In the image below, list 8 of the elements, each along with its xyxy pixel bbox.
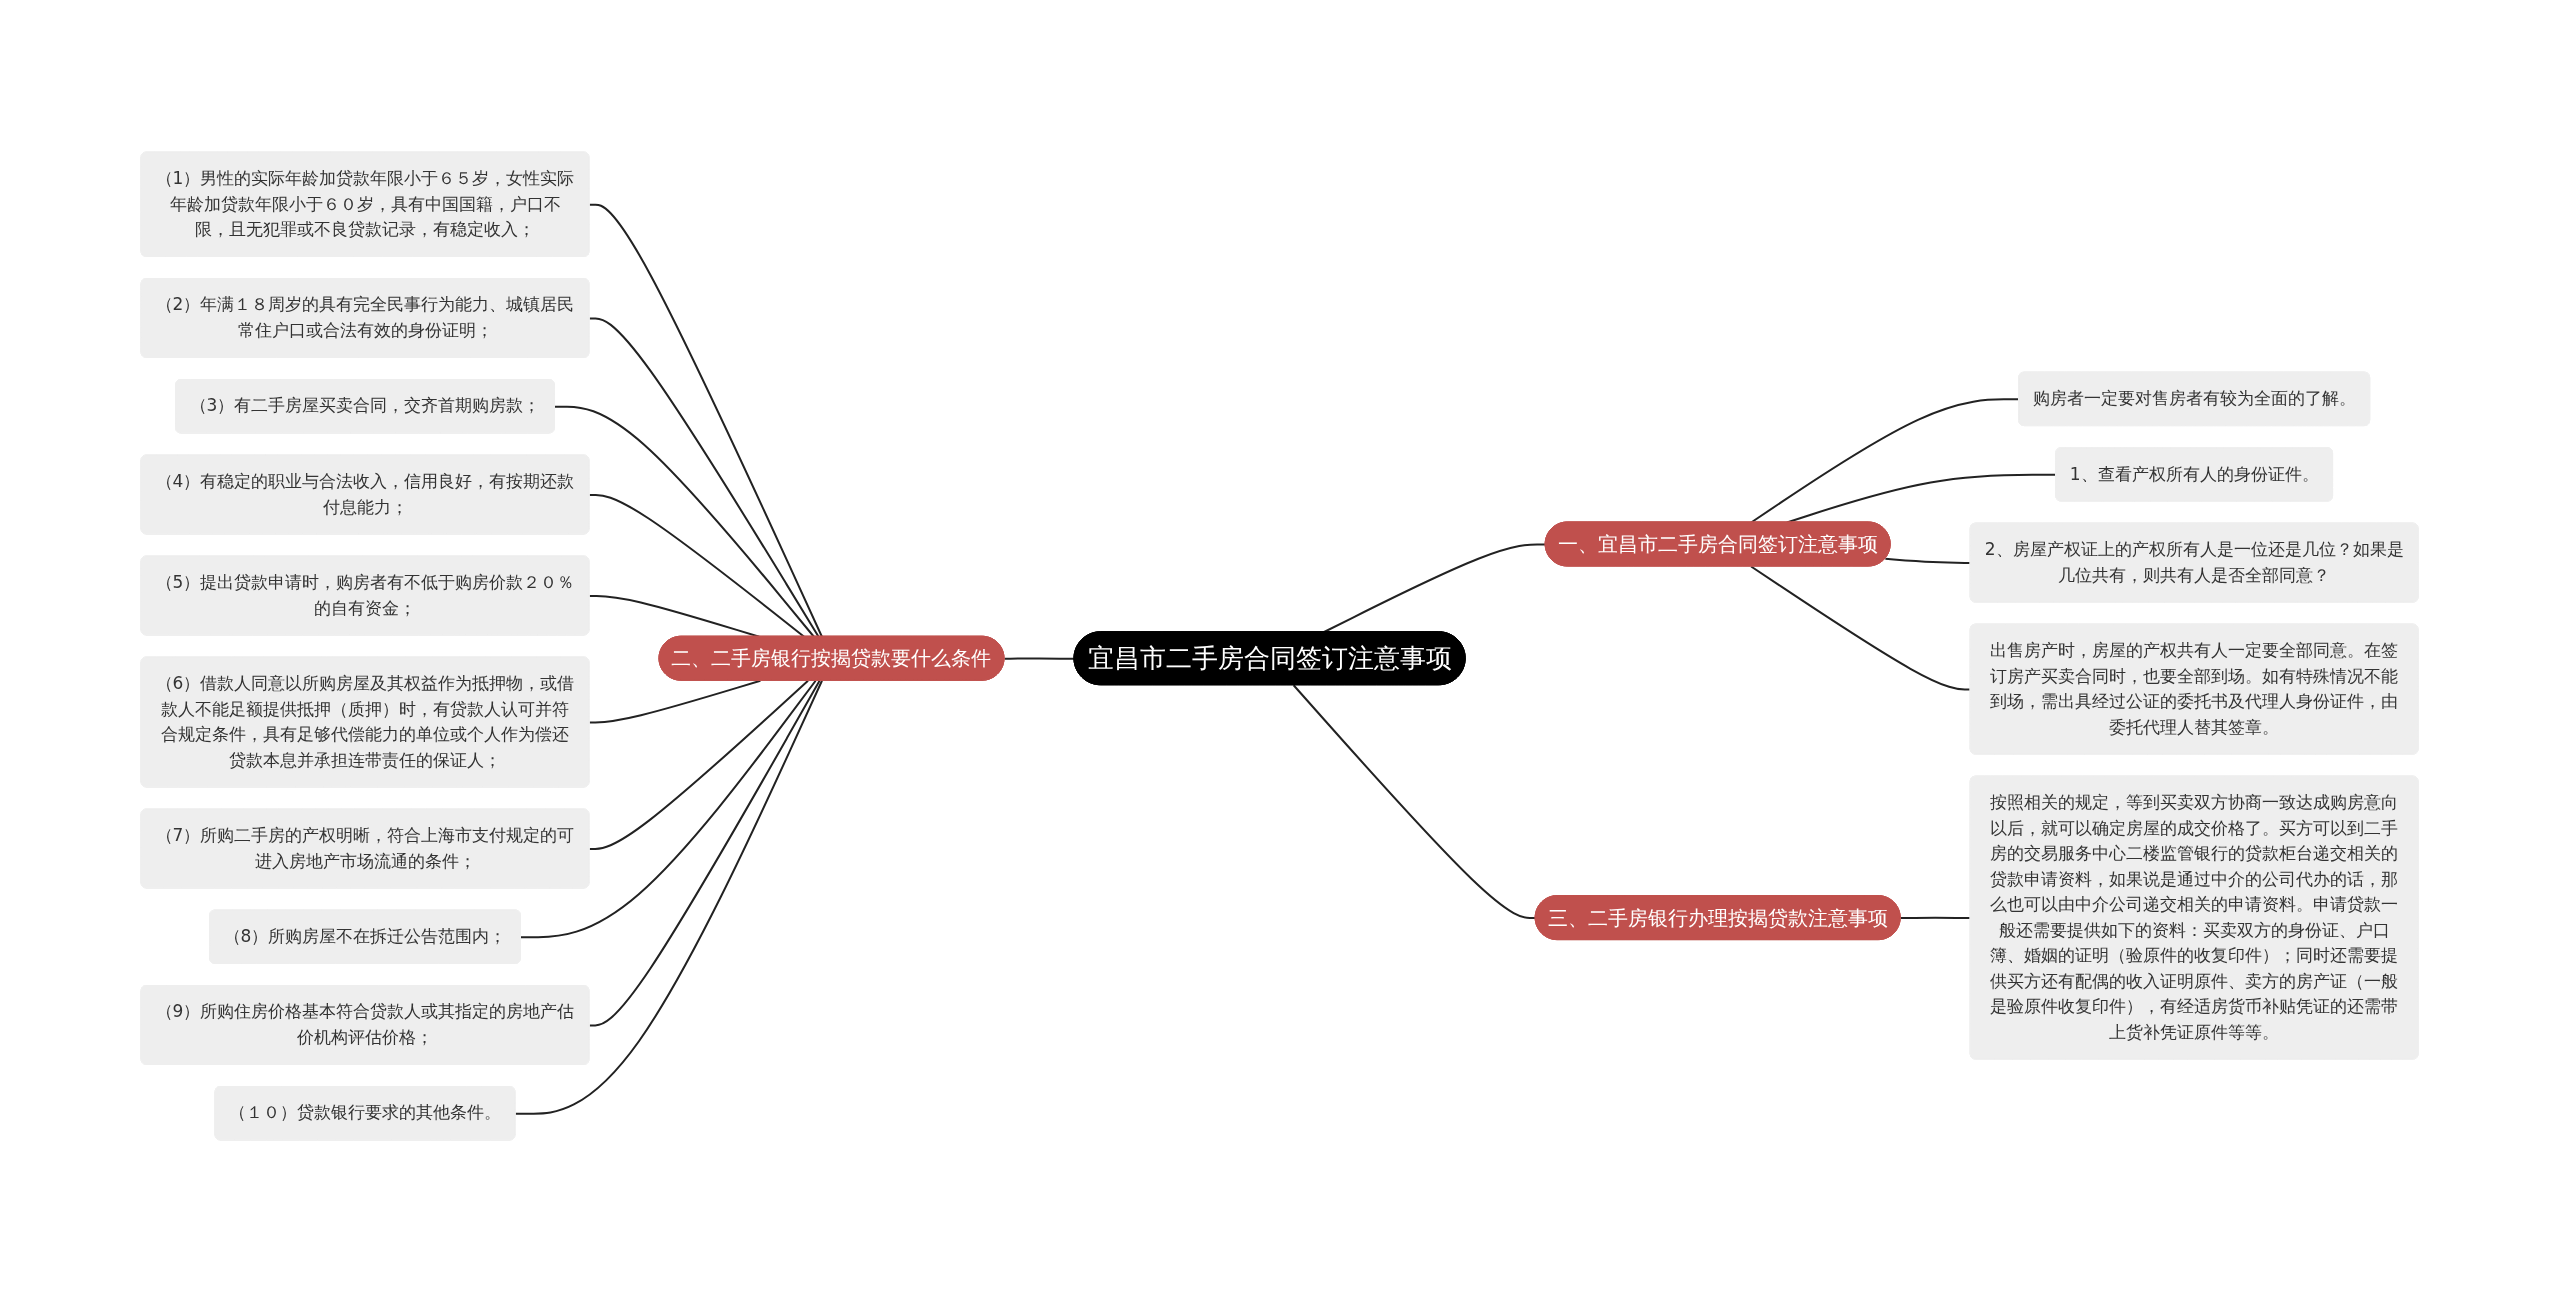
connector bbox=[514, 679, 824, 1115]
connector bbox=[588, 679, 810, 850]
connector bbox=[588, 679, 821, 1026]
connector bbox=[520, 679, 817, 938]
connector bbox=[588, 679, 762, 723]
connector bbox=[1003, 656, 1076, 660]
connector bbox=[1750, 397, 2021, 523]
connector bbox=[1323, 542, 1548, 633]
